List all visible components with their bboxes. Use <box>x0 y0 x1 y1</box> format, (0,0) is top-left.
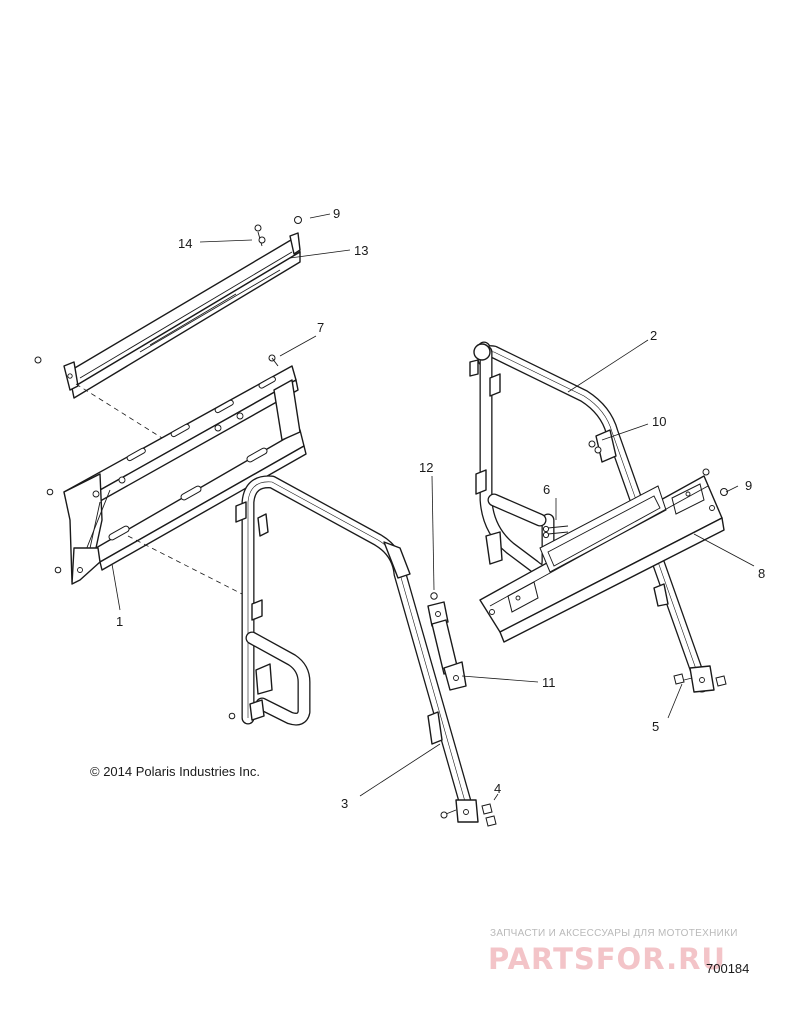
part-11-support-strut <box>427 601 467 691</box>
alignment-line-upper <box>75 383 163 439</box>
callout-6: 6 <box>543 482 550 497</box>
part-13-upper-rail <box>63 232 301 399</box>
part-14-bolts <box>254 224 266 247</box>
part-9-nut-panel <box>702 468 710 476</box>
callout-labels: 1 2 3 4 5 6 7 8 9 9 10 11 12 13 14 <box>116 206 765 811</box>
callout-12: 12 <box>419 460 433 475</box>
part-12-nut <box>430 592 438 600</box>
callout-14: 14 <box>178 236 192 251</box>
part-3-roll-bar-hoop <box>235 475 479 823</box>
part-7-fastener <box>268 354 279 367</box>
callout-1: 1 <box>116 614 123 629</box>
callout-10: 10 <box>652 414 666 429</box>
part-8-dash-panel <box>479 475 725 643</box>
leader-lines <box>111 213 755 801</box>
alignment-line-lower <box>127 535 247 597</box>
part-5-fasteners <box>673 673 727 687</box>
part-9-nut-top <box>294 216 302 224</box>
callout-3: 3 <box>341 796 348 811</box>
callout-2: 2 <box>650 328 657 343</box>
callout-13: 13 <box>354 243 368 258</box>
callout-5: 5 <box>652 719 659 734</box>
part-1-lower-rail <box>63 365 307 585</box>
part-9-nut-right <box>720 488 728 496</box>
callout-9-right: 9 <box>745 478 752 493</box>
callout-11: 11 <box>542 675 556 690</box>
callout-7: 7 <box>317 320 324 335</box>
callout-9-top: 9 <box>333 206 340 221</box>
part-6-bolts <box>542 525 569 539</box>
callout-4: 4 <box>494 781 501 796</box>
copyright-notice: © 2014 Polaris Industries Inc. <box>90 764 260 779</box>
watermark-logo: PARTSFOR.RU <box>488 942 726 976</box>
callout-8: 8 <box>758 566 765 581</box>
diagram-number: 700184 <box>706 961 750 976</box>
left-fasteners <box>34 356 236 720</box>
watermark-caption: ЗАПЧАСТИ И АКСЕССУАРЫ ДЛЯ МОТОТЕХНИКИ <box>490 928 738 939</box>
part-4-fasteners <box>440 803 497 827</box>
part-10-fasteners <box>588 440 602 454</box>
